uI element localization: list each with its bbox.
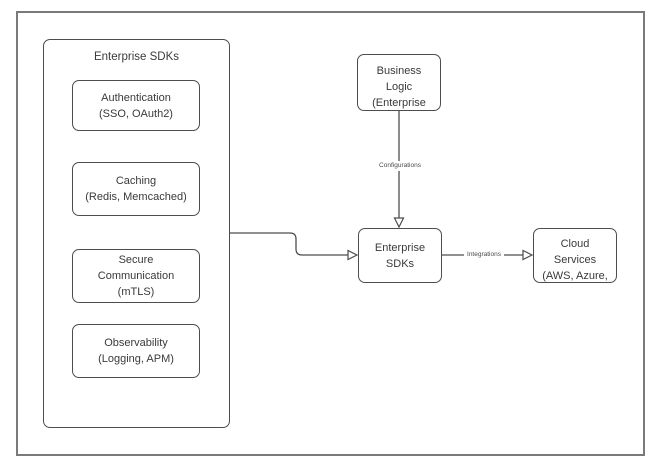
node-cloud-services-label: Cloud Services (AWS, Azure, [542,238,608,282]
edge-label-configurations: Configurations [376,161,424,171]
node-secure-communication-label: Secure Communication (mTLS) [97,254,175,298]
node-cloud-services: Cloud Services (AWS, Azure, [533,228,617,283]
group-title: Enterprise SDKs [93,51,179,63]
node-authentication: Authentication (SSO, OAuth2) [72,80,200,131]
node-secure-communication: Secure Communication (mTLS) [72,249,200,303]
node-enterprise-sdks: Enterprise SDKs [358,228,442,283]
group-enterprise-sdks: Enterprise SDKs Authentication (SSO, OAu… [43,39,230,428]
node-caching: Caching (Redis, Memcached) [72,162,200,216]
edge-label-integrations: Integrations [464,250,504,260]
node-authentication-label: Authentication (SSO, OAuth2) [99,91,173,120]
node-observability: Observability (Logging, APM) [72,324,200,378]
node-enterprise-sdks-label: Enterprise SDKs [374,241,426,270]
node-caching-label: Caching (Redis, Memcached) [85,175,187,203]
node-business-logic: Business Logic (Enterprise [357,54,441,111]
node-business-logic-label: Business Logic (Enterprise [372,65,426,109]
node-observability-label: Observability (Logging, APM) [98,337,174,365]
